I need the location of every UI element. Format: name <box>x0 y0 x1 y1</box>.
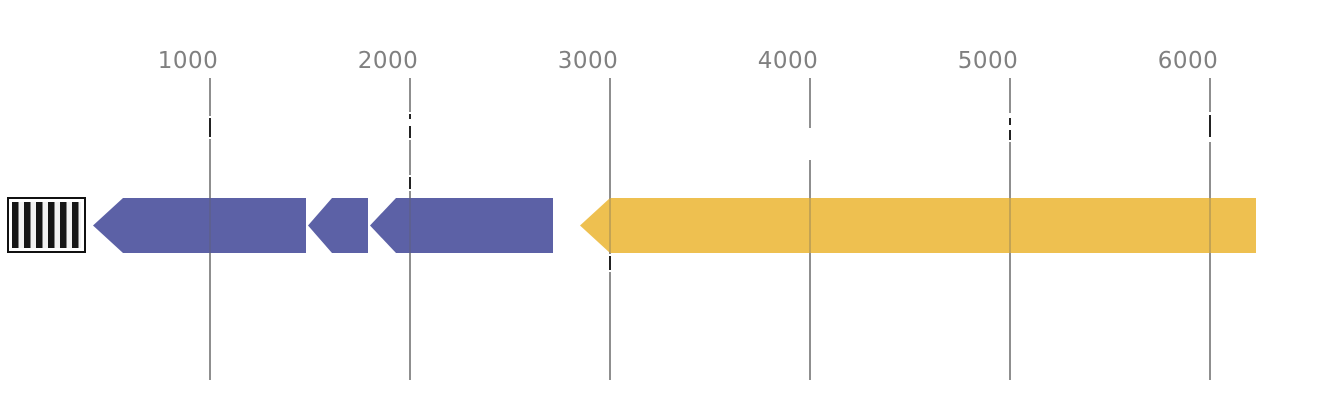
axis-gridline-segment <box>209 78 211 116</box>
axis-tick-dash <box>1009 118 1011 125</box>
axis-tick-dash <box>1009 130 1011 140</box>
feature-gene-a <box>93 198 306 253</box>
axis-gridline-segment <box>1209 142 1211 380</box>
axis-tick-label: 5000 <box>957 48 1019 74</box>
axis-gridline-segment <box>409 191 411 380</box>
axis-gridline-segment <box>409 78 411 112</box>
axis-tick-label: 1000 <box>157 48 219 74</box>
axis-tick-dash <box>1209 115 1211 137</box>
gridline-seam-over-feature <box>209 198 211 253</box>
axis-gridline-segment <box>409 140 411 175</box>
axis-tick-label: 4000 <box>757 48 819 74</box>
axis-tick-dash <box>409 177 411 189</box>
axis-gridline-segment <box>1009 142 1011 380</box>
axis-tick-dash <box>409 114 411 119</box>
axis-gridline-segment <box>809 78 811 128</box>
axis-tick-dash <box>209 118 211 137</box>
gridline-seam-over-feature <box>1009 198 1011 253</box>
feature-hatched-box <box>7 197 86 253</box>
gridline-seam-over-feature <box>809 198 811 253</box>
axis-gridline-segment <box>209 139 211 380</box>
axis-gridline-segment <box>809 160 811 380</box>
axis-gridline-segment <box>609 78 611 254</box>
gridline-seam-over-feature <box>1209 198 1211 253</box>
axis-tick-dash <box>409 126 411 138</box>
axis-tick-dash <box>609 256 611 270</box>
axis-gridline-segment <box>1009 78 1011 113</box>
feature-gene-d <box>580 198 1256 253</box>
axis-tick-label: 6000 <box>1157 48 1219 74</box>
gridline-seam-over-feature <box>609 198 611 253</box>
feature-gene-c <box>370 198 553 253</box>
axis-tick-label: 2000 <box>357 48 419 74</box>
hatch-stripes <box>12 202 81 248</box>
gridline-seam-over-feature <box>409 198 411 253</box>
axis-gridline-segment <box>609 272 611 380</box>
axis-tick-label: 3000 <box>557 48 619 74</box>
feature-gene-b <box>308 198 368 253</box>
axis-gridline-segment <box>1209 78 1211 112</box>
